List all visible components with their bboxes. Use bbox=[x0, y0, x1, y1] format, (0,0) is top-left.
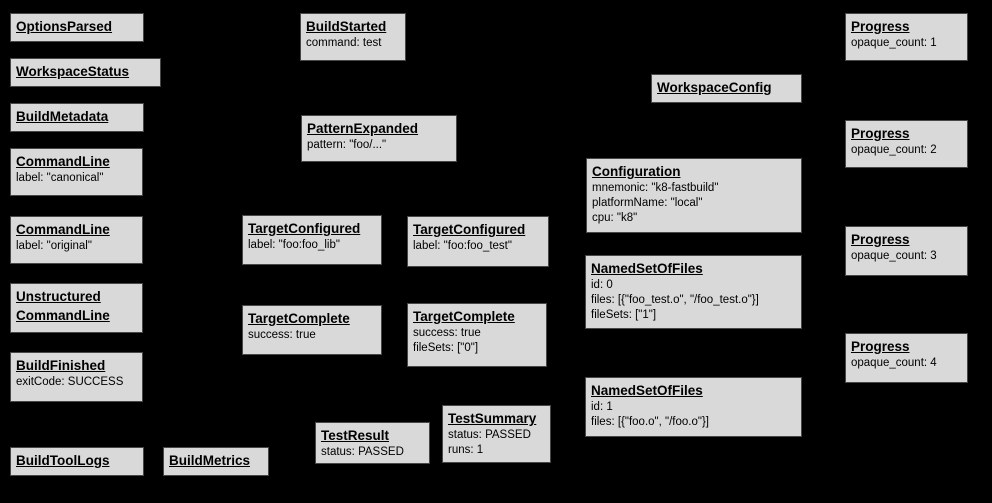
node-title: BuildToolLogs bbox=[16, 453, 110, 468]
node-title: TargetConfigured bbox=[413, 222, 526, 237]
node-field: command: test bbox=[306, 37, 382, 49]
event-node-build-metadata: BuildMetadata bbox=[10, 103, 144, 132]
node-title: CommandLine bbox=[16, 222, 110, 237]
node-title: BuildMetadata bbox=[16, 109, 109, 124]
event-node-target-complete-lib: TargetComplete success: true bbox=[242, 305, 382, 355]
node-title: OptionsParsed bbox=[16, 19, 113, 34]
node-field: files: [{"foo_test.o", "/foo_test.o"}] bbox=[591, 294, 759, 306]
node-field: opaque_count: 3 bbox=[851, 250, 937, 262]
node-field: status: PASSED bbox=[321, 446, 404, 458]
event-node-command-line-original: CommandLine label: "original" bbox=[10, 216, 143, 264]
event-node-options-parsed: OptionsParsed bbox=[10, 13, 144, 42]
node-title: Configuration bbox=[592, 164, 681, 179]
node-title: BuildStarted bbox=[306, 19, 387, 34]
node-field: platformName: "local" bbox=[592, 197, 703, 209]
node-title: NamedSetOfFiles bbox=[591, 383, 703, 398]
node-field: files: [{"foo.o", "/foo.o"}] bbox=[591, 416, 709, 428]
node-title: Progress bbox=[851, 126, 910, 141]
node-title: Progress bbox=[851, 232, 910, 247]
event-node-workspace-status: WorkspaceStatus bbox=[10, 58, 161, 87]
node-title: CommandLine bbox=[16, 154, 110, 169]
node-title: Progress bbox=[851, 19, 910, 34]
event-node-build-tool-logs: BuildToolLogs bbox=[10, 447, 144, 476]
node-field: runs: 1 bbox=[448, 444, 484, 456]
event-node-test-summary: TestSummary status: PASSED runs: 1 bbox=[442, 405, 551, 463]
event-node-target-configured-lib: TargetConfigured label: "foo:foo_lib" bbox=[242, 215, 382, 265]
event-node-progress-1: Progress opaque_count: 1 bbox=[845, 13, 968, 61]
event-node-build-finished: BuildFinished exitCode: SUCCESS bbox=[10, 352, 143, 402]
event-node-configuration: Configuration mnemonic: "k8-fastbuild" pla… bbox=[586, 158, 802, 233]
event-node-named-set-of-files-1: NamedSetOfFiles id: 1 files: [{"foo.o", "/… bbox=[585, 377, 802, 437]
node-field: opaque_count: 2 bbox=[851, 144, 937, 156]
node-field: id: 0 bbox=[591, 279, 613, 291]
node-field: exitCode: SUCCESS bbox=[16, 376, 124, 388]
node-field: label: "original" bbox=[16, 240, 92, 252]
node-title: BuildFinished bbox=[16, 358, 106, 373]
node-title: TestResult bbox=[321, 428, 390, 443]
event-node-target-configured-test: TargetConfigured label: "foo:foo_test" bbox=[407, 216, 549, 267]
event-node-unstructured-command-line: Unstructured CommandLine bbox=[10, 283, 143, 333]
node-title: TargetConfigured bbox=[248, 221, 361, 236]
node-field: id: 1 bbox=[591, 401, 613, 413]
event-node-workspace-config: WorkspaceConfig bbox=[651, 74, 802, 103]
node-title: PatternExpanded bbox=[307, 121, 419, 136]
node-field: success: true bbox=[248, 329, 316, 341]
node-field: status: PASSED bbox=[448, 429, 531, 441]
node-title: NamedSetOfFiles bbox=[591, 261, 703, 276]
event-node-test-result: TestResult status: PASSED bbox=[315, 422, 430, 464]
node-title: Unstructured CommandLine bbox=[16, 289, 110, 323]
event-node-named-set-of-files-0: NamedSetOfFiles id: 0 files: [{"foo_test.o… bbox=[585, 255, 802, 329]
node-field: label: "foo:foo_lib" bbox=[248, 239, 340, 251]
node-title: BuildMetrics bbox=[169, 453, 251, 468]
node-field: label: "canonical" bbox=[16, 172, 104, 184]
event-node-pattern-expanded: PatternExpanded pattern: "foo/..." bbox=[301, 115, 457, 162]
node-field: label: "foo:foo_test" bbox=[413, 240, 512, 252]
node-field: success: true bbox=[413, 327, 481, 339]
node-title: Progress bbox=[851, 339, 910, 354]
event-node-build-started: BuildStarted command: test bbox=[300, 13, 406, 61]
event-node-progress-4: Progress opaque_count: 4 bbox=[845, 333, 968, 383]
node-title: TargetComplete bbox=[413, 309, 515, 324]
node-field: fileSets: ["1"] bbox=[591, 309, 657, 321]
event-node-build-metrics: BuildMetrics bbox=[163, 447, 269, 476]
node-title: TestSummary bbox=[448, 411, 537, 426]
event-node-progress-2: Progress opaque_count: 2 bbox=[845, 120, 968, 168]
node-field: opaque_count: 4 bbox=[851, 357, 937, 369]
node-field: pattern: "foo/..." bbox=[307, 139, 387, 151]
node-title: TargetComplete bbox=[248, 311, 350, 326]
node-title: WorkspaceConfig bbox=[657, 80, 772, 95]
node-title: WorkspaceStatus bbox=[16, 64, 130, 79]
event-node-progress-3: Progress opaque_count: 3 bbox=[845, 226, 968, 276]
event-node-command-line-canonical: CommandLine label: "canonical" bbox=[10, 148, 143, 196]
event-node-target-complete-test: TargetComplete success: true fileSets: ["0… bbox=[407, 303, 547, 367]
node-field: opaque_count: 1 bbox=[851, 37, 937, 49]
node-field: cpu: "k8" bbox=[592, 212, 638, 224]
node-field: fileSets: ["0"] bbox=[413, 342, 479, 354]
node-field: mnemonic: "k8-fastbuild" bbox=[592, 182, 719, 194]
